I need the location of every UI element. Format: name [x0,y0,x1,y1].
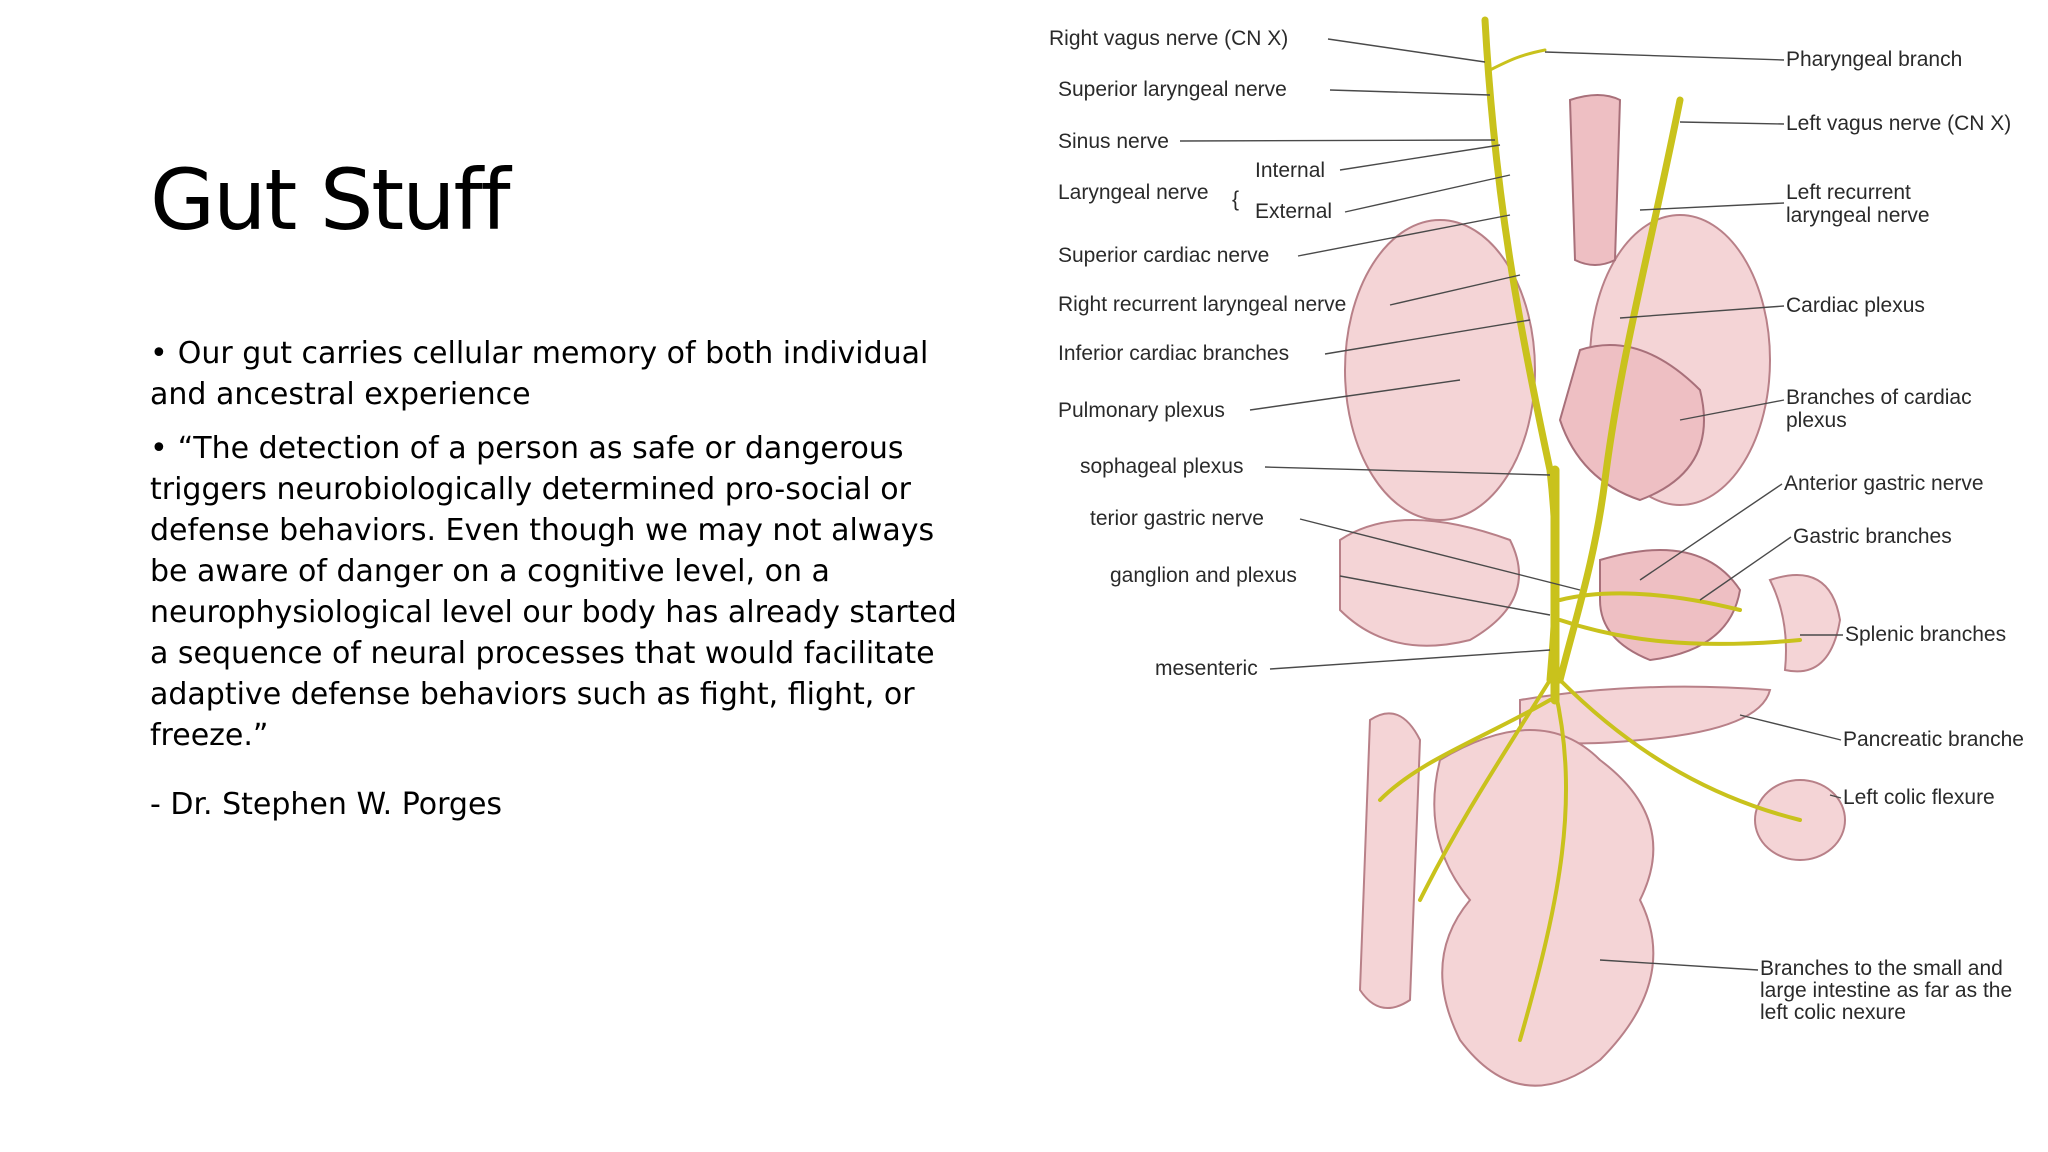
label-cardiac-plexus: Cardiac plexus [1786,294,1925,317]
label-sinus-nerve: Sinus nerve [1058,130,1169,153]
right-lung [1344,219,1536,521]
label-gastric-branches: Gastric branches [1793,525,1952,548]
left-labels: Right vagus nerve (CN X) Superior laryng… [1049,27,1581,680]
label-branches-to-intestine-1: Branches to the small and [1760,957,2003,980]
label-right-vagus-nerve: Right vagus nerve (CN X) [1049,27,1288,50]
label-esophageal-plexus: sophageal plexus [1080,455,1243,478]
label-left-colic-flexure: Left colic flexure [1843,786,1995,809]
small-intestine [1433,729,1655,1087]
right-labels: Pharyngeal branch Left vagus nerve (CN X… [1544,48,2024,1024]
label-superior-cardiac-nerve: Superior cardiac nerve [1058,244,1269,267]
anatomy-diagram: Right vagus nerve (CN X) Superior laryng… [1049,16,2024,1087]
label-splenic-branches: Splenic branches [1845,623,2006,646]
brace-icon: { [1232,188,1239,211]
vagus-nerve-illustration: Right vagus nerve (CN X) Superior laryng… [1040,0,2048,1152]
label-anterior-gastric-nerve: Anterior gastric nerve [1784,472,1984,495]
label-plexus: plexus [1786,409,1847,432]
intestinal-branches [1378,678,1802,1042]
colon [1358,712,1422,1009]
bullet-dot-icon: • [150,336,168,371]
slide-title: Gut Stuff [150,151,511,249]
label-inferior-cardiac-branches: Inferior cardiac branches [1058,342,1289,365]
liver [1339,519,1520,647]
label-left-recurrent: Left recurrent [1786,181,1911,204]
quote-attribution: - Dr. Stephen W. Porges [150,787,503,822]
label-laryngeal-nerve: Laryngeal nerve [1058,181,1209,204]
label-internal: Internal [1255,159,1325,182]
bullet-item: •Our gut carries cellular memory of both… [150,333,970,415]
label-posterior-gastric-nerve: terior gastric nerve [1090,507,1264,530]
spleen [1768,574,1842,673]
label-right-recurrent-laryngeal-nerve: Right recurrent laryngeal nerve [1058,293,1346,316]
bullet-text: Our gut carries cellular memory of both … [150,336,929,412]
heart [1558,344,1705,502]
label-external: External [1255,200,1332,223]
slide-body: •Our gut carries cellular memory of both… [150,333,970,838]
bullet-dot-icon: • [150,431,168,466]
label-superior-laryngeal-nerve: Superior laryngeal nerve [1058,78,1287,101]
pharyngeal-branch [1488,48,1547,72]
gastric-branches [1558,591,1802,646]
label-branches-to-intestine-2: large intestine as far as the [1760,979,2012,1002]
label-celiac-ganglion-and-plexus: ganglion and plexus [1110,564,1297,587]
bullet-text: “The detection of a person as safe or da… [150,431,957,753]
label-pancreatic-branches: Pancreatic branche [1843,728,2024,751]
label-left-vagus-nerve: Left vagus nerve (CN X) [1786,112,2011,135]
trachea [1568,94,1622,266]
label-branches-to-intestine-3: left colic nexure [1760,1001,1906,1024]
label-pharyngeal-branch: Pharyngeal branch [1786,48,1962,71]
bullet-item: •“The detection of a person as safe or d… [150,428,970,756]
label-pulmonary-plexus: Pulmonary plexus [1058,399,1225,422]
label-branches-of-cardiac: Branches of cardiac [1786,386,1972,409]
label-mesenteric: mesenteric [1155,657,1258,680]
label-laryngeal-nerve-2: laryngeal nerve [1786,204,1930,227]
left-vagus-nerve [1556,96,1684,684]
